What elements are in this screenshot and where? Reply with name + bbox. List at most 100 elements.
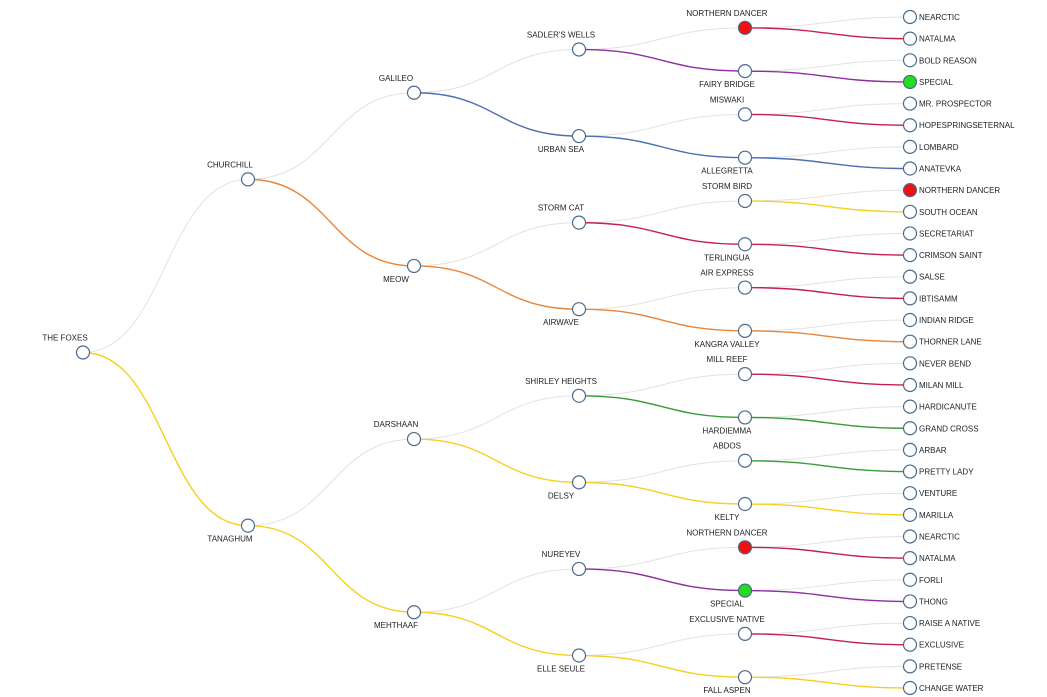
node-circle[interactable] <box>902 161 918 176</box>
horse-node-kelty[interactable]: KELTY <box>715 496 753 522</box>
horse-node-tanaghum[interactable]: TANAGHUM <box>207 518 256 544</box>
node-circle[interactable] <box>737 237 753 252</box>
node-circle[interactable] <box>902 399 918 414</box>
node-circle[interactable] <box>406 431 422 447</box>
node-circle[interactable] <box>737 193 753 209</box>
horse-node-storm-bird[interactable]: STORM BIRD <box>702 182 753 209</box>
horse-node-south-ocean[interactable]: SOUTH OCEAN <box>902 204 978 219</box>
node-circle[interactable] <box>406 258 422 274</box>
horse-node-indian-ridge[interactable]: INDIAN RIDGE <box>902 312 974 328</box>
horse-node-churchill[interactable]: CHURCHILL <box>207 160 256 187</box>
horse-node-natalma[interactable]: NATALMA <box>902 551 957 566</box>
node-circle[interactable] <box>571 648 587 663</box>
horse-node-terlingua[interactable]: TERLINGUA <box>704 237 753 263</box>
horse-node-sadler-s-wells[interactable]: SADLER'S WELLS <box>527 30 595 57</box>
node-circle[interactable] <box>902 659 918 674</box>
node-circle[interactable] <box>406 85 422 100</box>
node-circle[interactable] <box>737 64 753 79</box>
node-circle[interactable] <box>571 388 587 403</box>
node-circle[interactable] <box>737 20 753 35</box>
horse-node-crimson-saint[interactable]: CRIMSON SAINT <box>902 247 983 263</box>
horse-node-grand-cross[interactable]: GRAND CROSS <box>902 421 979 436</box>
horse-node-natalma[interactable]: NATALMA <box>902 31 957 46</box>
horse-node-ibtisamm[interactable]: IBTISAMM <box>902 291 959 306</box>
horse-node-urban-sea[interactable]: URBAN SEA <box>538 128 587 155</box>
node-circle[interactable] <box>902 139 918 154</box>
node-circle[interactable] <box>737 670 753 685</box>
horse-node-storm-cat[interactable]: STORM CAT <box>538 204 587 230</box>
horse-node-anatevka[interactable]: ANATEVKA <box>902 161 962 176</box>
node-circle[interactable] <box>902 442 918 458</box>
node-circle[interactable] <box>737 150 753 165</box>
horse-node-northern-dancer[interactable]: NORTHERN DANCER <box>686 528 768 555</box>
node-circle[interactable] <box>902 74 918 90</box>
node-circle[interactable] <box>240 518 256 533</box>
horse-node-milan-mill[interactable]: MILAN MILL <box>902 377 965 393</box>
node-circle[interactable] <box>902 464 918 479</box>
node-circle[interactable] <box>902 9 918 25</box>
horse-node-nureyev[interactable]: NUREYEV <box>542 550 587 577</box>
horse-node-special[interactable]: SPECIAL <box>902 74 954 90</box>
node-circle[interactable] <box>902 31 918 46</box>
horse-node-change-water[interactable]: CHANGE WATER <box>902 680 984 696</box>
horse-node-fairy-bridge[interactable]: FAIRY BRIDGE <box>699 64 755 90</box>
node-circle[interactable] <box>902 96 918 111</box>
horse-node-pretty-lady[interactable]: PRETTY LADY <box>902 464 975 479</box>
node-circle[interactable] <box>571 128 587 144</box>
node-circle[interactable] <box>737 280 753 295</box>
horse-node-thorner-lane[interactable]: THORNER LANE <box>902 334 982 349</box>
horse-node-secretariat[interactable]: SECRETARIAT <box>902 226 974 241</box>
horse-node-nearctic[interactable]: NEARCTIC <box>902 529 961 544</box>
horse-node-never-bend[interactable]: NEVER BEND <box>902 356 972 371</box>
horse-node-the-foxes[interactable]: THE FOXES <box>42 334 91 360</box>
horse-node-meow[interactable]: MEOW <box>383 258 422 284</box>
horse-node-marilla[interactable]: MARILLA <box>902 507 954 522</box>
horse-node-hopespringseternal[interactable]: HOPESPRINGSETERNAL <box>902 118 1016 133</box>
horse-node-fall-aspen[interactable]: FALL ASPEN <box>703 670 753 696</box>
node-circle[interactable] <box>737 540 753 555</box>
node-circle[interactable] <box>902 529 918 544</box>
horse-node-northern-dancer[interactable]: NORTHERN DANCER <box>902 183 1001 198</box>
node-circle[interactable] <box>902 615 918 631</box>
node-circle[interactable] <box>737 367 753 382</box>
horse-node-abdos[interactable]: ABDOS <box>713 442 753 468</box>
node-circle[interactable] <box>902 312 918 328</box>
node-circle[interactable] <box>902 594 918 609</box>
node-circle[interactable] <box>902 377 918 393</box>
node-circle[interactable] <box>902 356 918 371</box>
node-circle[interactable] <box>240 172 256 187</box>
horse-node-shirley-heights[interactable]: SHIRLEY HEIGHTS <box>525 377 597 403</box>
node-circle[interactable] <box>902 53 918 68</box>
node-circle[interactable] <box>902 507 918 522</box>
horse-node-mill-reef[interactable]: MILL REEF <box>706 355 753 382</box>
horse-node-air-express[interactable]: AIR EXPRESS <box>700 269 754 295</box>
node-circle[interactable] <box>902 421 918 436</box>
horse-node-special[interactable]: SPECIAL <box>710 583 753 609</box>
node-circle[interactable] <box>75 345 91 360</box>
horse-node-bold-reason[interactable]: BOLD REASON <box>902 53 978 68</box>
horse-node-hardicanute[interactable]: HARDICANUTE <box>902 399 977 414</box>
horse-node-mr-prospector[interactable]: MR. PROSPECTOR <box>902 96 992 111</box>
node-circle[interactable] <box>902 680 918 696</box>
horse-node-elle-seule[interactable]: ELLE SEULE <box>537 648 587 674</box>
node-circle[interactable] <box>737 410 753 425</box>
node-circle[interactable] <box>902 226 918 241</box>
node-circle[interactable] <box>571 561 587 577</box>
horse-node-delsy[interactable]: DELSY <box>548 475 587 501</box>
node-circle[interactable] <box>902 118 918 133</box>
horse-node-exclusive-native[interactable]: EXCLUSIVE NATIVE <box>689 615 765 641</box>
node-circle[interactable] <box>737 453 753 468</box>
horse-node-exclusive[interactable]: EXCLUSIVE <box>902 637 964 652</box>
horse-node-miswaki[interactable]: MISWAKI <box>710 95 753 122</box>
node-circle[interactable] <box>902 183 918 198</box>
horse-node-allegretta[interactable]: ALLEGRETTA <box>701 150 753 176</box>
horse-node-forli[interactable]: FORLI <box>902 572 943 587</box>
node-circle[interactable] <box>737 496 753 512</box>
node-circle[interactable] <box>902 572 918 587</box>
horse-node-venture[interactable]: VENTURE <box>902 486 958 501</box>
horse-node-raise-a-native[interactable]: RAISE A NATIVE <box>902 615 981 631</box>
node-circle[interactable] <box>571 302 587 317</box>
node-circle[interactable] <box>737 323 753 338</box>
horse-node-thong[interactable]: THONG <box>902 594 948 609</box>
horse-node-mehthaaf[interactable]: MEHTHAAF <box>374 605 422 631</box>
